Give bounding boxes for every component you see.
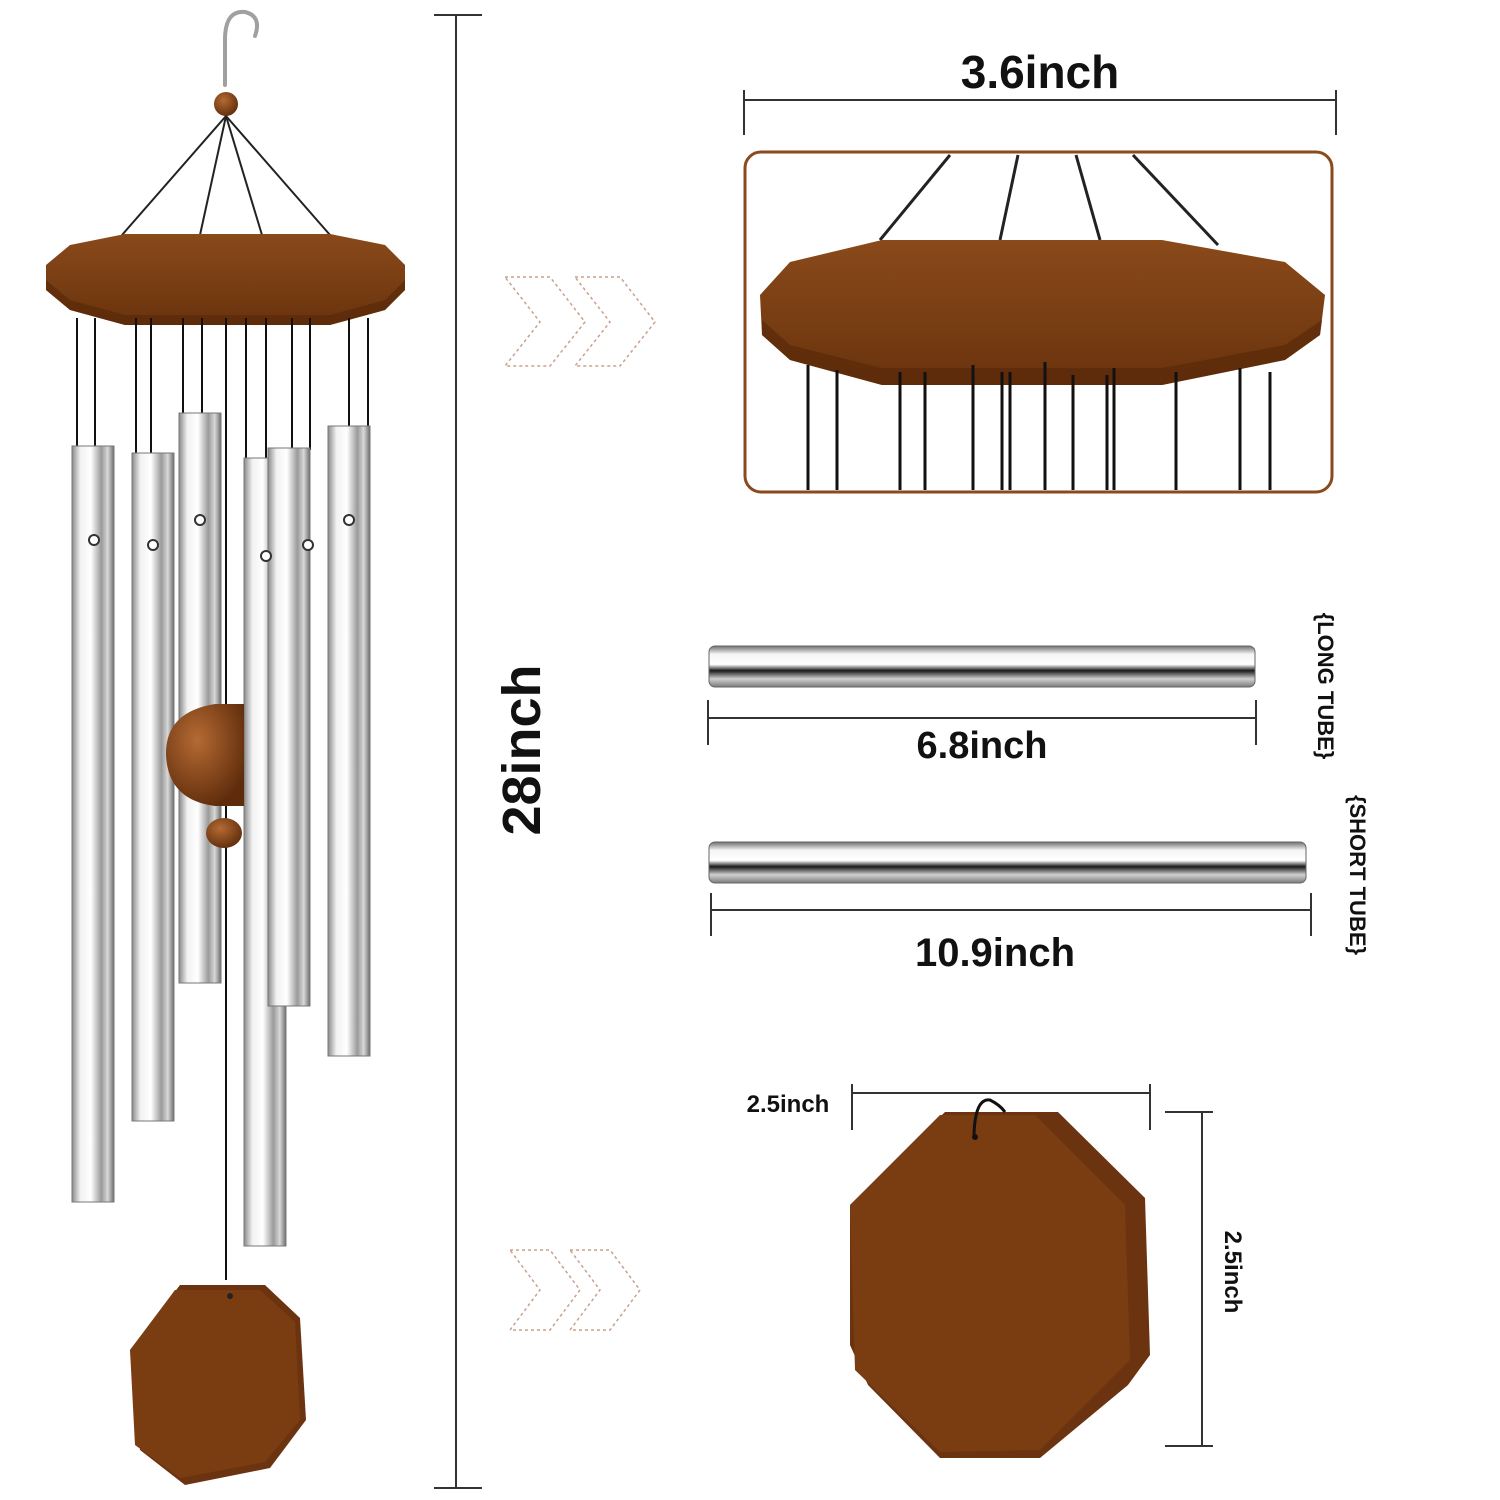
long-tube-illustration: [708, 645, 1256, 688]
short-tube-length-label: 10.9inch: [915, 931, 1075, 975]
top-hanging-strings: [121, 115, 331, 236]
total-height-label: 28inch: [492, 664, 552, 835]
short-tube-label: {SHORT TUBE}: [1345, 795, 1370, 956]
wooden-striker: [165, 704, 244, 848]
sail-height-label: 2.5inch: [1219, 1231, 1246, 1314]
chevron-arrows-icon: [508, 1249, 641, 1331]
short-tube-illustration: [708, 841, 1307, 884]
windchime-illustration: [46, 9, 405, 1485]
chime-tubes: [71, 412, 371, 1247]
long-tube-dimension-line: [707, 700, 1257, 745]
top-wooden-disk: [46, 234, 405, 325]
chime-tube: [267, 447, 311, 1007]
short-tube-dimension-line: [710, 893, 1312, 936]
chime-tube: [71, 445, 115, 1203]
hook-icon: [223, 9, 259, 87]
long-tube-length-label: 6.8inch: [917, 725, 1048, 767]
height-dimension-line: [434, 14, 482, 1489]
chime-tube: [178, 412, 222, 984]
long-tube-label: {LONG TUBE}: [1313, 613, 1338, 760]
top-detail-panel: [743, 150, 1334, 494]
sail-width-label: 2.5inch: [747, 1091, 830, 1118]
chevron-arrows-icon: [503, 276, 656, 367]
top-width-dimension-line: [743, 90, 1337, 135]
hook-bead: [214, 92, 238, 116]
sail-width-dimension-line: [851, 1084, 1151, 1130]
wind-sail: [130, 1285, 306, 1485]
sail-height-dimension-line: [1165, 1111, 1213, 1447]
chime-tube: [131, 452, 175, 1122]
top-width-label: 3.6inch: [961, 46, 1120, 98]
sail-detail-illustration: [850, 1098, 1150, 1458]
chime-tube: [327, 425, 371, 1057]
